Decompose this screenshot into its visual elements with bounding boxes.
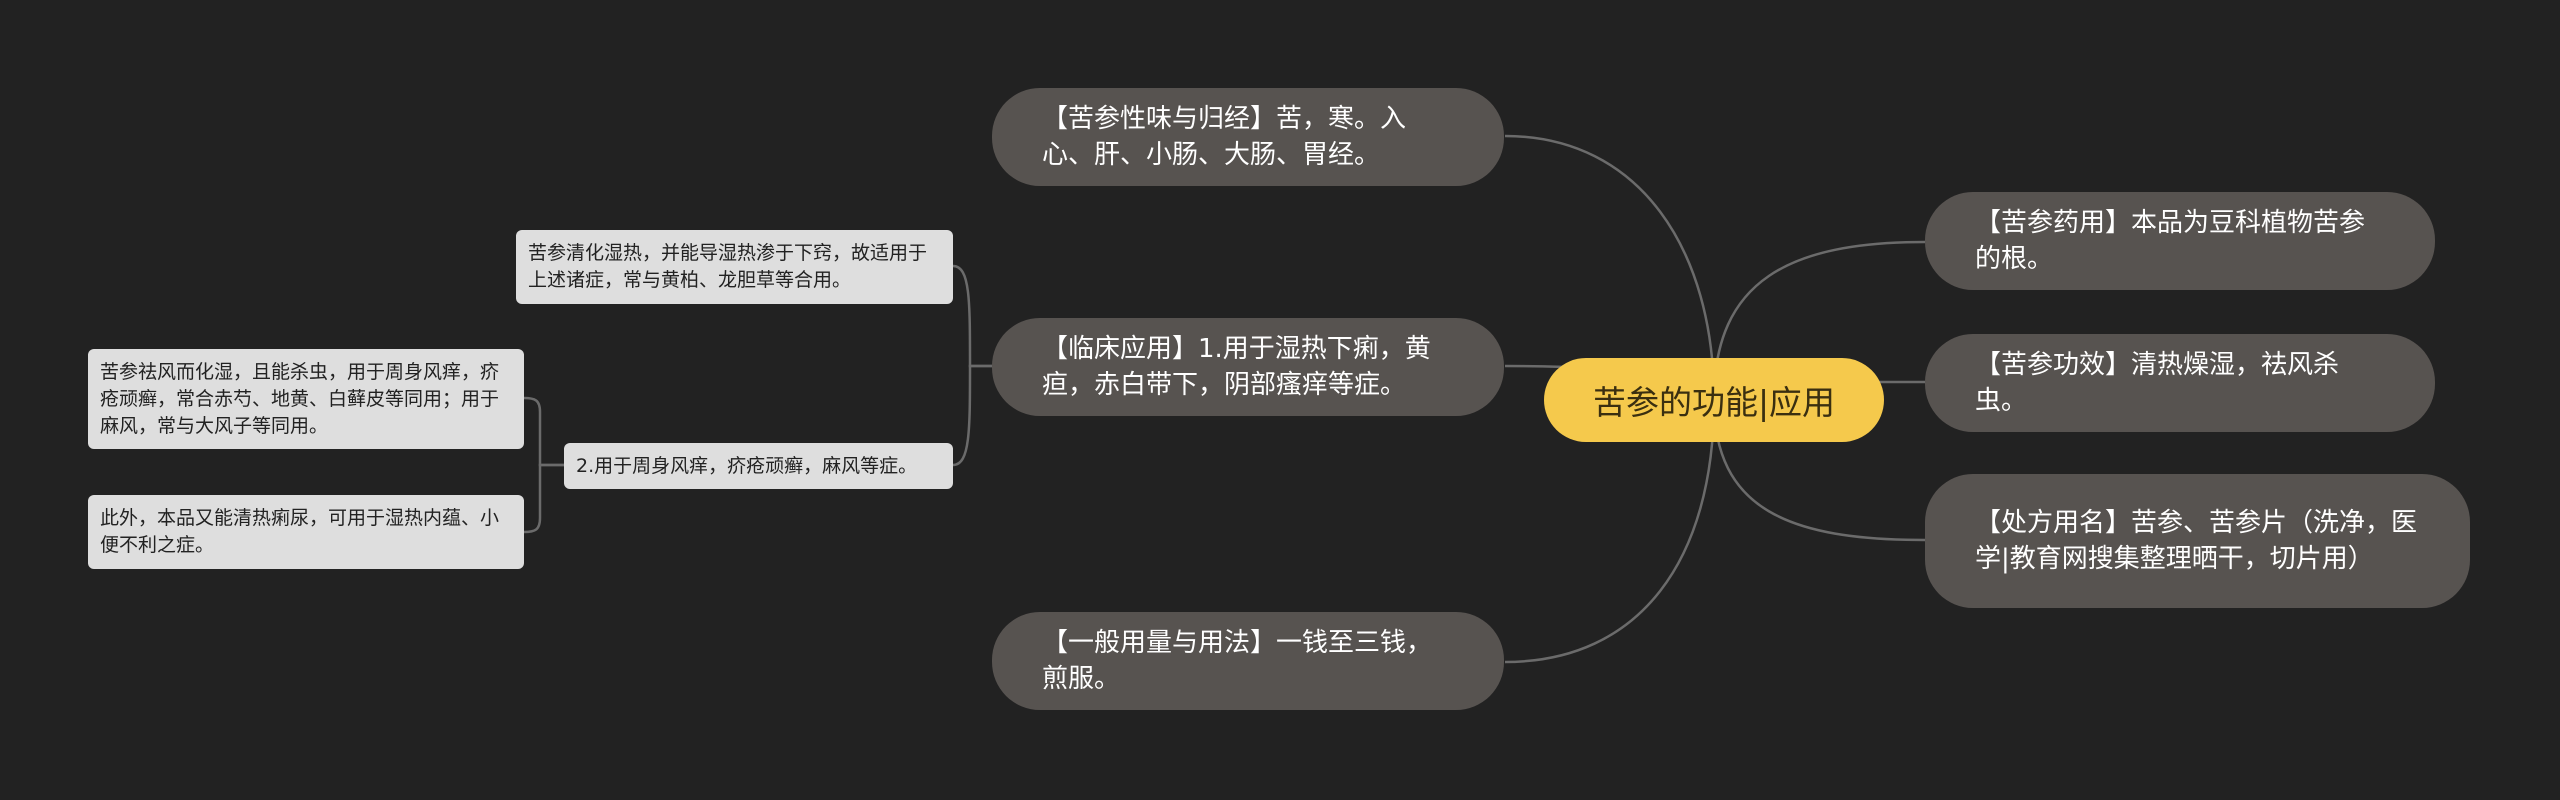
branch-prescription-names[interactable]: 【处方用名】苦参、苦参片（洗净，医学|教育网搜集整理晒干，切片用） xyxy=(1925,474,2470,608)
link-clinical-to-explain xyxy=(952,264,992,368)
diuretic-note-text: 此外，本品又能清热痢尿，可用于湿热内蕴、小便不利之症。 xyxy=(100,507,500,556)
central-topic-label: 苦参的功能|应用 xyxy=(1592,383,1836,422)
branch-dosage-usage-label: 【一般用量与用法】一钱至三钱，煎服。 xyxy=(1042,628,1433,694)
link-item2-to-wind xyxy=(523,396,564,467)
central-topic[interactable]: 苦参的功能|应用 xyxy=(1544,358,1884,442)
wind-itch-treatment-card[interactable]: 苦参祛风而化湿，且能杀虫，用于周身风痒，疥疮顽癣，常合赤芍、地黄、白藓皮等同用；… xyxy=(88,349,524,449)
clinical-item-2-text: 2.用于周身风痒，疥疮顽癣，麻风等症。 xyxy=(576,455,918,477)
branch-medicinal-part-label: 【苦参药用】本品为豆科植物苦参的根。 xyxy=(1975,208,2366,274)
link-clinical-to-item2 xyxy=(952,364,992,467)
branch-dosage-usage[interactable]: 【一般用量与用法】一钱至三钱，煎服。 xyxy=(992,612,1504,710)
clinical-explanation-card[interactable]: 苦参清化湿热，并能导湿热渗于下窍，故适用于上述诸症，常与黄柏、龙胆草等合用。 xyxy=(516,230,953,304)
branch-prescription-names-label: 【处方用名】苦参、苦参片（洗净，医学|教育网搜集整理晒干，切片用） xyxy=(1975,508,2418,574)
branch-clinical-application[interactable]: 【临床应用】1.用于湿热下痢，黄疸，赤白带下，阴部瘙痒等症。 xyxy=(992,318,1504,416)
branch-efficacy[interactable]: 【苦参功效】清热燥湿，祛风杀虫。 xyxy=(1925,334,2435,432)
branch-nature-meridian[interactable]: 【苦参性味与归经】苦，寒。入心、肝、小肠、大肠、胃经。 xyxy=(992,88,1504,186)
link-center-to-medicinal xyxy=(1712,240,1926,401)
link-item2-to-extra xyxy=(523,463,564,534)
wind-itch-treatment-text: 苦参祛风而化湿，且能杀虫，用于周身风痒，疥疮顽癣，常合赤芍、地黄、白藓皮等同用；… xyxy=(100,361,500,437)
branch-nature-meridian-label: 【苦参性味与归经】苦，寒。入心、肝、小肠、大肠、胃经。 xyxy=(1042,104,1407,170)
link-center-to-dosage xyxy=(1504,399,1716,664)
branch-efficacy-label: 【苦参功效】清热燥湿，祛风杀虫。 xyxy=(1975,350,2340,416)
link-center-to-nature xyxy=(1504,134,1716,401)
branch-clinical-application-label: 【临床应用】1.用于湿热下痢，黄疸，赤白带下，阴部瘙痒等症。 xyxy=(1042,334,1431,400)
clinical-item-2-card[interactable]: 2.用于周身风痒，疥疮顽癣，麻风等症。 xyxy=(564,443,953,489)
clinical-explanation-text: 苦参清化湿热，并能导湿热渗于下窍，故适用于上述诸症，常与黄柏、龙胆草等合用。 xyxy=(528,242,928,291)
branch-medicinal-part[interactable]: 【苦参药用】本品为豆科植物苦参的根。 xyxy=(1925,192,2435,290)
diuretic-note-card[interactable]: 此外，本品又能清热痢尿，可用于湿热内蕴、小便不利之症。 xyxy=(88,495,524,569)
